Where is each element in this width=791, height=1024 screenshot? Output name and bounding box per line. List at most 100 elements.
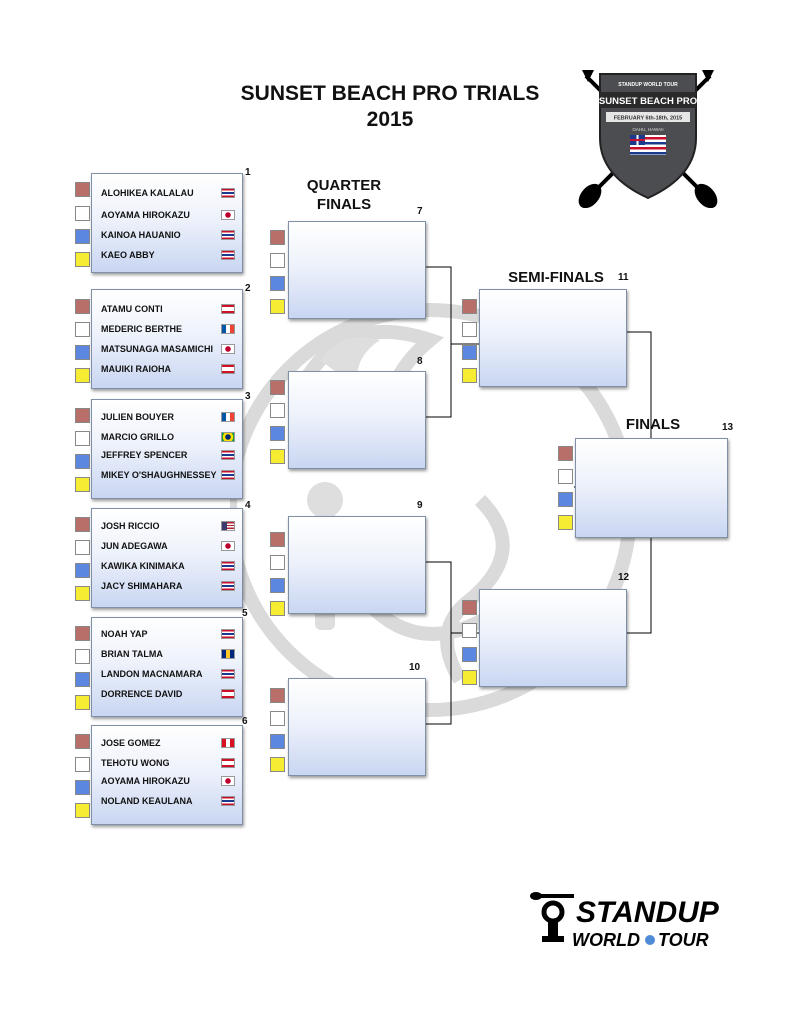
jersey-yellow-icon xyxy=(462,670,477,685)
japan-flag-icon xyxy=(221,344,235,354)
athlete-row: MATSUNAGA MASAMICHI xyxy=(101,342,236,356)
jersey-blue-icon xyxy=(462,345,477,360)
heat-number: 4 xyxy=(245,500,251,511)
jersey-blue-icon xyxy=(75,345,90,360)
jersey-white-icon xyxy=(270,253,285,268)
athlete-row: JACY SHIMAHARA xyxy=(101,579,236,593)
athlete-name: KAEO ABBY xyxy=(101,250,155,260)
athlete-name: ATAMU CONTI xyxy=(101,304,163,314)
athlete-name: TEHOTU WONG xyxy=(101,758,170,768)
round-label-quarter-line2: FINALS xyxy=(316,196,372,213)
jersey-red-icon xyxy=(75,626,90,641)
hawaii-flag-icon xyxy=(221,230,235,240)
athlete-row: ATAMU CONTI xyxy=(101,302,236,316)
athlete-name: AOYAMA HIROKAZU xyxy=(101,776,190,786)
hawaii-flag-icon xyxy=(221,250,235,260)
jersey-white-icon xyxy=(270,403,285,418)
jersey-yellow-icon xyxy=(270,601,285,616)
standup-world-tour-logo-icon: STANDUP WORLD TOUR xyxy=(530,892,720,950)
heat-number: 1 xyxy=(245,167,251,178)
jersey-red-icon xyxy=(270,532,285,547)
heat-number: 7 xyxy=(417,206,423,217)
jersey-white-icon xyxy=(75,540,90,555)
heat-box: JOSE GOMEZ TEHOTU WONG AOYAMA HIROKAZU N… xyxy=(91,725,243,825)
heat-number: 5 xyxy=(242,608,248,619)
athlete-row: TEHOTU WONG xyxy=(101,756,236,770)
jersey-blue-icon xyxy=(462,647,477,662)
jersey-yellow-icon xyxy=(75,586,90,601)
jersey-white-icon xyxy=(558,469,573,484)
usa-flag-icon xyxy=(221,521,235,531)
peru-flag-icon xyxy=(221,738,235,748)
jersey-blue-icon xyxy=(270,426,285,441)
tahiti-flag-icon xyxy=(221,758,235,768)
jersey-white-icon xyxy=(462,322,477,337)
athlete-name: NOAH YAP xyxy=(101,629,148,639)
heat-number: 6 xyxy=(242,716,248,727)
heat-box xyxy=(479,589,627,687)
heat-number: 10 xyxy=(409,662,421,673)
hawaii-flag-icon xyxy=(221,188,235,198)
heat-number: 11 xyxy=(618,272,629,283)
athlete-row: JEFFREY SPENCER xyxy=(101,448,236,462)
jersey-white-icon xyxy=(462,623,477,638)
hawaii-flag-icon xyxy=(221,669,235,679)
athlete-name: LANDON MACNAMARA xyxy=(101,669,203,679)
japan-flag-icon xyxy=(221,776,235,786)
jersey-blue-icon xyxy=(270,578,285,593)
france-flag-icon xyxy=(221,412,235,422)
heat-box: JULIEN BOUYER MARCIO GRILLO JEFFREY SPEN… xyxy=(91,399,243,499)
jersey-white-icon xyxy=(75,757,90,772)
athlete-row: BRIAN TALMA xyxy=(101,647,236,661)
athlete-row: MAUIKI RAIOHA xyxy=(101,362,236,376)
jersey-blue-icon xyxy=(75,454,90,469)
page-title-line2: 2015 xyxy=(366,108,414,131)
jersey-yellow-icon xyxy=(75,368,90,383)
jersey-blue-icon xyxy=(75,672,90,687)
jersey-white-icon xyxy=(270,555,285,570)
jersey-yellow-icon xyxy=(270,449,285,464)
france-flag-icon xyxy=(221,324,235,334)
jersey-red-icon xyxy=(75,299,90,314)
japan-flag-icon xyxy=(221,210,235,220)
jersey-yellow-icon xyxy=(75,252,90,267)
jersey-red-icon xyxy=(270,380,285,395)
tahiti-flag-icon xyxy=(221,689,235,699)
jersey-red-icon xyxy=(75,408,90,423)
hawaii-flag-icon xyxy=(221,581,235,591)
heat-number: 2 xyxy=(245,283,251,294)
athlete-row: JULIEN BOUYER xyxy=(101,410,236,424)
athlete-name: JUN ADEGAWA xyxy=(101,541,168,551)
jersey-white-icon xyxy=(75,206,90,221)
jersey-yellow-icon xyxy=(75,477,90,492)
athlete-name: JOSE GOMEZ xyxy=(101,738,161,748)
jersey-yellow-icon xyxy=(75,803,90,818)
heat-box xyxy=(288,678,426,776)
athlete-row: LANDON MACNAMARA xyxy=(101,667,236,681)
event-badge-logo-icon: SUNSET BEACH PRO STANDUP WORLD TOUR FEBR… xyxy=(578,70,718,208)
athlete-row: AOYAMA HIROKAZU xyxy=(101,208,236,222)
heat-box: NOAH YAP BRIAN TALMA LANDON MACNAMARA DO… xyxy=(91,617,243,717)
athlete-name: AOYAMA HIROKAZU xyxy=(101,210,190,220)
jersey-red-icon xyxy=(270,230,285,245)
heat-box xyxy=(575,438,728,538)
jersey-yellow-icon xyxy=(558,515,573,530)
hawaii-flag-icon xyxy=(630,135,666,155)
hawaii-flag-icon xyxy=(221,629,235,639)
footer-logo-line2: WORLD xyxy=(572,930,640,950)
athlete-name: MATSUNAGA MASAMICHI xyxy=(101,344,213,354)
jersey-blue-icon xyxy=(75,780,90,795)
jersey-blue-icon xyxy=(75,229,90,244)
footer-logo-line1: STANDUP xyxy=(576,896,720,929)
athlete-name: KAWIKA KINIMAKA xyxy=(101,561,185,571)
jersey-red-icon xyxy=(75,517,90,532)
tahiti-flag-icon xyxy=(221,364,235,374)
athlete-row: KAINOA HAUANIO xyxy=(101,228,236,242)
heat-box xyxy=(288,516,426,614)
jersey-white-icon xyxy=(75,649,90,664)
athlete-name: NOLAND KEAULANA xyxy=(101,796,193,806)
hawaii-flag-icon xyxy=(221,796,235,806)
athlete-name: JOSH RICCIO xyxy=(101,521,160,531)
athlete-name: JULIEN BOUYER xyxy=(101,412,175,422)
heat-number: 13 xyxy=(722,422,734,433)
